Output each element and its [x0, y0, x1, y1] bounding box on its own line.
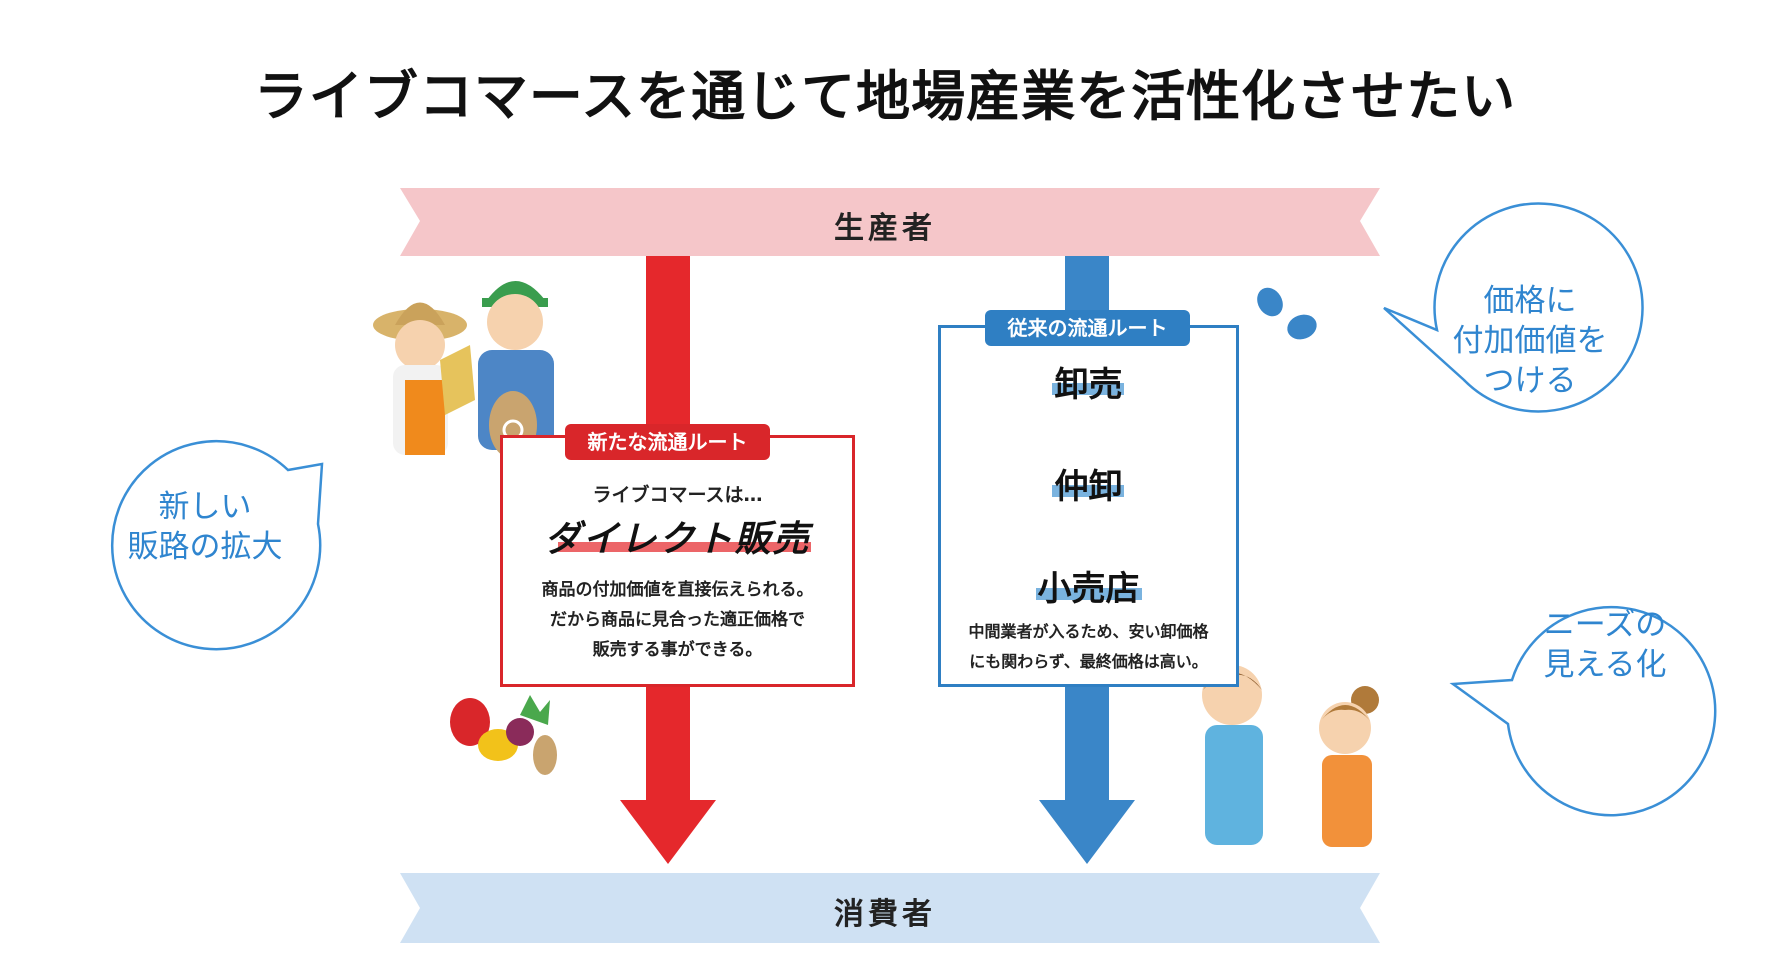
bubble-top-right-text: 価格に 付加価値を つける	[1430, 281, 1630, 401]
worried-woman-illustration	[1319, 686, 1379, 847]
consumer-label: 消費者	[834, 897, 936, 932]
stage-bar-1	[1052, 383, 1124, 395]
worried-man-illustration	[1202, 665, 1263, 845]
stage-bar-2	[1052, 485, 1124, 497]
bubble-left-line-1: 新しい	[158, 489, 252, 525]
consumer-banner	[400, 873, 1380, 943]
old-route-desc-line-2: にも関わらず、最終価格は高い。	[969, 652, 1208, 671]
old-route-desc-line-1: 中間業者が入るため、安い卸価格	[968, 622, 1209, 641]
headline-underline	[558, 542, 811, 552]
farmer-man-illustration	[478, 281, 554, 459]
bubble-bottom-right-line-1: ニーズの	[1543, 607, 1667, 643]
bubble-bottom-right-line-2: 見える化	[1543, 647, 1667, 683]
bubble-left-text: 新しい 販路の拡大	[115, 487, 295, 567]
bubble-left	[110, 440, 324, 651]
old-route-description: 中間業者が入るため、安い卸価格 にも関わらず、最終価格は高い。	[938, 617, 1239, 677]
new-route-intro: ライブコマースは…	[592, 484, 763, 506]
old-route-label: 従来の流通ルート	[985, 310, 1190, 346]
stage-intermediate: 仲卸	[1054, 467, 1123, 507]
bubble-top-right-line-2: 付加価値を	[1452, 323, 1608, 359]
bubble-top-right-line-1: 価格に	[1483, 283, 1577, 319]
producer-banner	[400, 188, 1380, 256]
vegetables-illustration	[450, 695, 557, 775]
sweat-drops-icon	[1257, 287, 1317, 340]
page-title: ライブコマースを通じて地場産業を活性化させたい	[253, 65, 1517, 128]
producer-label: 生産者	[834, 211, 936, 246]
bubble-top-right-line-3: つける	[1483, 363, 1577, 399]
new-route-description: 商品の付加価値を直接伝えられる。 だから商品に見合った適正価格で 販売する事がで…	[500, 575, 855, 665]
bubble-top-right	[1383, 202, 1644, 413]
new-route-desc-line-2: だから商品に見合った適正価格で	[550, 610, 805, 630]
bubble-bottom-right	[1449, 606, 1717, 817]
farmer-woman-illustration	[373, 302, 475, 455]
new-route-desc-line-1: 商品の付加価値を直接伝えられる。	[541, 580, 814, 600]
stage-bar-3	[1036, 588, 1142, 600]
stage-retail: 小売店	[1037, 569, 1140, 609]
new-route-desc-line-3: 販売する事ができる。	[592, 640, 763, 660]
bubble-bottom-right-text: ニーズの 見える化	[1505, 605, 1705, 685]
stage-wholesale: 卸売	[1054, 365, 1123, 405]
new-route-headline: ダイレクト販売	[544, 519, 811, 560]
bubble-left-line-2: 販路の拡大	[127, 529, 283, 565]
new-route-label: 新たな流通ルート	[565, 424, 770, 460]
